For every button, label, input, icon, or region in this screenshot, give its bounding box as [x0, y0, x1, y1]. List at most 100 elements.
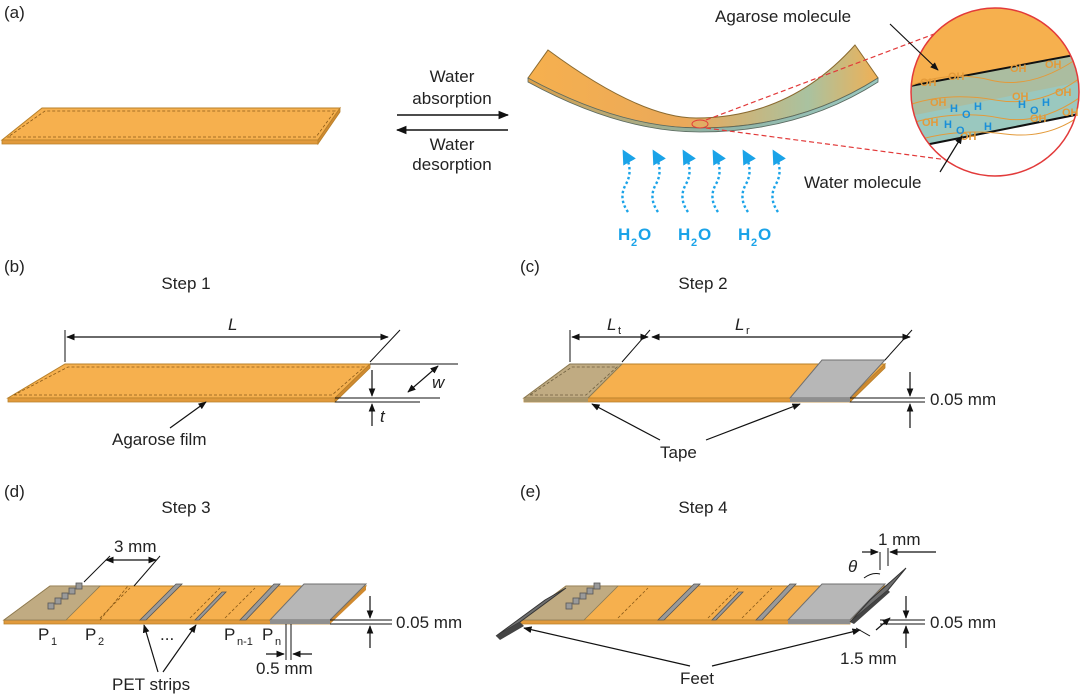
- oh-label: OH: [1062, 107, 1079, 119]
- svg-text:P: P: [224, 625, 235, 644]
- water-molecule-label: Water molecule: [804, 173, 921, 192]
- p2-label: P 2: [85, 625, 104, 648]
- water-h: H: [1018, 99, 1026, 111]
- oh-label: OH: [922, 117, 939, 129]
- foot-left: [495, 587, 567, 640]
- step-1-title: Step 1: [161, 274, 210, 293]
- svg-text:O: O: [638, 225, 651, 244]
- water-absorption-text-2: absorption: [412, 89, 491, 108]
- strip-width-label: 0.5 mm: [256, 659, 313, 678]
- svg-text:H: H: [738, 225, 750, 244]
- water-h: H: [974, 101, 982, 113]
- step-4-title: Step 4: [678, 498, 727, 517]
- oh-label: OH: [930, 97, 947, 109]
- agarose-film-label: Agarose film: [112, 430, 206, 449]
- panel-c-label: (c): [520, 257, 540, 276]
- oh-label: OH: [920, 77, 937, 89]
- step-3-title: Step 3: [161, 498, 210, 517]
- water-h: H: [984, 121, 992, 133]
- water-h: H: [944, 119, 952, 131]
- feet-pointer-left: [523, 626, 691, 667]
- thickness-label-e: 0.05 mm: [930, 613, 996, 632]
- lt-label: L t: [607, 315, 621, 337]
- tape-left: [522, 363, 624, 402]
- thickness-label-d: 0.05 mm: [396, 613, 462, 632]
- pet-strips-d: [47, 582, 281, 621]
- pn-label: P n: [262, 625, 281, 648]
- svg-text:L: L: [735, 315, 744, 334]
- one-five-mm-label: 1.5 mm: [840, 649, 897, 668]
- oh-label: OH: [1030, 113, 1047, 125]
- water-o: O: [956, 125, 965, 137]
- step-2-title: Step 2: [678, 274, 727, 293]
- agarose-film-b: [6, 363, 372, 403]
- film-pointer: [169, 401, 207, 429]
- svg-text:O: O: [758, 225, 771, 244]
- length-label: L: [228, 315, 237, 334]
- ellipsis-label: ...: [160, 625, 174, 644]
- tape-pointer-left: [591, 403, 661, 441]
- panel-b-label: (b): [4, 257, 25, 276]
- water-o: O: [1030, 105, 1039, 117]
- svg-text:H: H: [618, 225, 630, 244]
- pet-pointer-1: [142, 624, 159, 673]
- pn1-label: P n-1: [224, 625, 253, 648]
- oh-label: OH: [948, 71, 965, 83]
- pet-strips-label: PET strips: [112, 675, 190, 694]
- water-absorption-text-1: Water: [430, 67, 475, 86]
- tape-label: Tape: [660, 443, 697, 462]
- h2o-label-1: H 2 O: [618, 225, 651, 249]
- width-dimension: [407, 365, 439, 393]
- water-h: H: [950, 103, 958, 115]
- oh-label: OH: [1055, 87, 1072, 99]
- oh-label: OH: [1045, 59, 1062, 71]
- water-h: H: [1042, 97, 1050, 109]
- svg-text:2: 2: [631, 237, 637, 249]
- agarose-film-e: [518, 583, 887, 625]
- svg-text:t: t: [618, 325, 621, 337]
- svg-text:n-1: n-1: [237, 636, 253, 648]
- feet-label: Feet: [680, 669, 714, 688]
- svg-text:1: 1: [51, 636, 57, 648]
- svg-text:2: 2: [98, 636, 104, 648]
- h2o-label-2: H 2 O: [678, 225, 711, 249]
- svg-text:P: P: [262, 625, 273, 644]
- water-desorption-text-2: desorption: [412, 155, 491, 174]
- width-label: w: [432, 373, 446, 392]
- p1-label: P 1: [38, 625, 57, 648]
- oh-label: OH: [960, 131, 977, 143]
- water-o: O: [962, 109, 971, 121]
- panel-a-label: (a): [4, 3, 25, 22]
- flat-film: [0, 106, 341, 146]
- svg-text:O: O: [698, 225, 711, 244]
- pet-strips-e: [565, 582, 797, 621]
- thickness-label: t: [380, 407, 386, 426]
- panel-d-label: (d): [4, 482, 25, 501]
- svg-text:n: n: [275, 636, 281, 648]
- feet-pointer-right: [711, 628, 861, 667]
- one-mm-label: 1 mm: [878, 530, 921, 549]
- bent-film: [527, 44, 879, 133]
- water-desorption-text-1: Water: [430, 135, 475, 154]
- svg-text:L: L: [607, 315, 616, 334]
- lr-label: L r: [735, 315, 750, 337]
- oh-label: OH: [1010, 63, 1027, 75]
- agarose-molecule-label: Agarose molecule: [715, 7, 851, 26]
- svg-text:r: r: [746, 325, 750, 337]
- theta-label: θ: [848, 557, 858, 576]
- svg-text:P: P: [38, 625, 49, 644]
- h2o-label-3: H 2 O: [738, 225, 771, 249]
- spacing-label: 3 mm: [114, 537, 157, 556]
- zoom-circle: OH OH OH OH OH OH OH OH OH OH OH H O H H…: [910, 7, 1080, 177]
- svg-text:2: 2: [691, 237, 697, 249]
- oh-label: OH: [1012, 91, 1029, 103]
- pet-pointer-2: [162, 624, 197, 673]
- water-vapor-arrows: [621, 149, 786, 213]
- svg-text:P: P: [85, 625, 96, 644]
- agarose-pointer: [889, 23, 939, 71]
- svg-text:H: H: [678, 225, 690, 244]
- foot-right: [849, 567, 907, 624]
- tape-pointer-right: [705, 403, 801, 441]
- water-pointer: [939, 135, 963, 173]
